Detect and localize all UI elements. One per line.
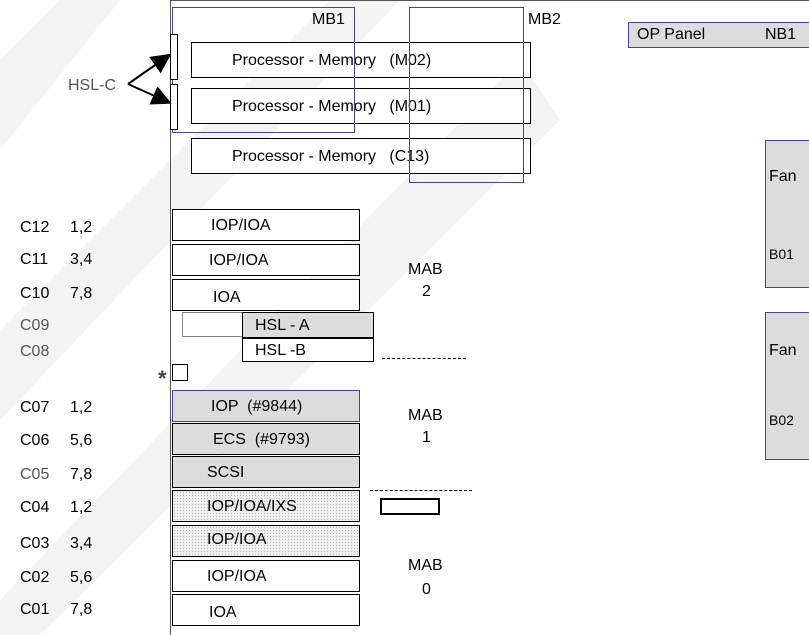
- top-border-line: [170, 0, 809, 1]
- card-c02-label: IOP/IOA: [207, 568, 267, 585]
- slot-id-c05: C05: [20, 466, 50, 483]
- fan-b02-label: Fan: [769, 342, 797, 359]
- card-hsl-a-label: HSL - A: [255, 317, 310, 334]
- slot-pos-c11: 3,4: [70, 251, 93, 268]
- slot-pos-c01: 7,8: [70, 601, 93, 618]
- op-panel[interactable]: OP Panel NB1: [628, 22, 809, 48]
- op-panel-label: OP Panel: [637, 26, 706, 43]
- card-hsl-b-label: HSL -B: [255, 342, 306, 359]
- small-rect-box[interactable]: [380, 498, 440, 515]
- card-c11-label: IOP/IOA: [209, 252, 269, 269]
- card-c05-label: SCSI: [207, 464, 245, 481]
- card-c04-label: IOP/IOA/IXS: [207, 498, 297, 515]
- fan-b01-id: B01: [769, 246, 794, 262]
- slot-id-c08: C08: [20, 343, 50, 360]
- card-c10[interactable]: IOA: [172, 279, 360, 311]
- slot-id-c01: C01: [20, 601, 50, 618]
- card-c04[interactable]: IOP/IOA/IXS: [172, 490, 360, 522]
- card-c11[interactable]: IOP/IOA: [172, 244, 360, 276]
- mab1-label: MAB: [408, 407, 443, 424]
- hsl-c-connector-bottom[interactable]: [170, 84, 178, 130]
- processor-memory-m02[interactable]: Processor - Memory (M02): [191, 42, 531, 78]
- card-c02[interactable]: IOP/IOA: [172, 560, 360, 592]
- slot-id-c11: C11: [20, 251, 49, 268]
- slot-pos-c03: 3,4: [70, 535, 93, 552]
- slot-id-c12: C12: [20, 219, 50, 236]
- hsl-dashed-line: [382, 358, 466, 359]
- fan-b02-id: B02: [769, 412, 794, 428]
- mab-divider-dashed-line: [370, 490, 472, 491]
- fan-b01[interactable]: Fan B01: [765, 140, 809, 288]
- card-hsl-b[interactable]: HSL -B: [242, 338, 374, 362]
- mb2-label: MB2: [528, 11, 561, 28]
- mab2-number: 2: [422, 283, 431, 300]
- card-c07-label: IOP (#9844): [211, 398, 303, 415]
- card-c01[interactable]: IOA: [172, 594, 360, 626]
- mab1-number: 1: [422, 429, 431, 446]
- slot-pos-c07: 1,2: [70, 399, 93, 416]
- card-c03-label: IOP/IOA: [207, 531, 267, 548]
- card-c03[interactable]: IOP/IOA: [172, 525, 360, 557]
- slot-pos-c10: 7,8: [70, 285, 93, 302]
- card-c06[interactable]: ECS (#9793): [172, 423, 360, 455]
- card-c06-label: ECS (#9793): [213, 431, 310, 448]
- slot-c09-outline: [182, 312, 244, 337]
- mb1-label: MB1: [312, 11, 345, 28]
- processor-m02-label: Processor - Memory (M02): [232, 52, 432, 69]
- slot-id-c04: C04: [20, 499, 50, 516]
- slot-id-c09: C09: [20, 317, 50, 334]
- slot-pos-c06: 5,6: [70, 432, 93, 449]
- card-hsl-a[interactable]: HSL - A: [242, 312, 374, 338]
- card-c10-label: IOA: [213, 289, 241, 306]
- mab0-label: MAB: [408, 557, 443, 574]
- card-c05[interactable]: SCSI: [172, 456, 360, 488]
- card-c12[interactable]: IOP/IOA: [172, 209, 360, 241]
- asterisk-mark: *: [158, 366, 167, 391]
- backplane-line: [170, 0, 171, 635]
- mab0-number: 0: [422, 581, 431, 598]
- processor-memory-m01[interactable]: Processor - Memory (M01): [191, 88, 531, 124]
- mab2-label: MAB: [408, 261, 443, 278]
- slot-pos-c05: 7,8: [70, 466, 93, 483]
- slot-pos-c02: 5,6: [70, 569, 93, 586]
- card-c01-label: IOA: [209, 604, 237, 621]
- slot-id-c03: C03: [20, 535, 50, 552]
- processor-memory-c13[interactable]: Processor - Memory (C13): [191, 138, 531, 174]
- slot-id-c10: C10: [20, 285, 50, 302]
- slot-id-c02: C02: [20, 569, 50, 586]
- card-c12-label: IOP/IOA: [211, 217, 271, 234]
- slot-pos-c04: 1,2: [70, 499, 93, 516]
- small-connector-box[interactable]: [172, 364, 188, 381]
- fan-b02[interactable]: Fan B02: [765, 312, 809, 460]
- mb2-outline: [409, 7, 524, 183]
- slot-id-c07: C07: [20, 399, 50, 416]
- slot-id-c06: C06: [20, 432, 50, 449]
- slot-pos-c12: 1,2: [70, 219, 93, 236]
- fan-b01-label: Fan: [769, 168, 797, 185]
- card-c07[interactable]: IOP (#9844): [172, 390, 360, 422]
- processor-m01-label: Processor - Memory (M01): [232, 98, 432, 115]
- nb1-label: NB1: [765, 26, 797, 43]
- hsl-c-label: HSL-C: [68, 77, 117, 94]
